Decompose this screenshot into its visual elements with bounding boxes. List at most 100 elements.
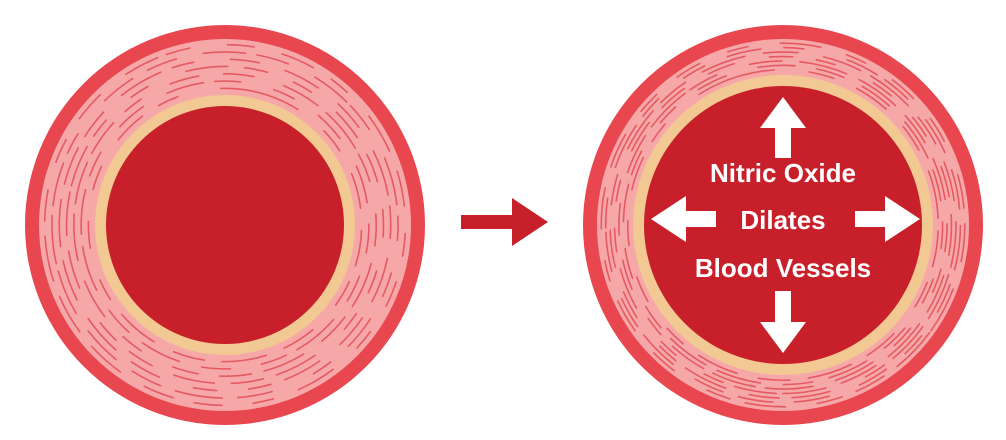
muscle-fiber xyxy=(66,132,79,154)
muscle-fiber xyxy=(226,43,256,48)
muscle-fiber xyxy=(896,331,931,368)
muscle-fiber xyxy=(65,191,71,236)
muscle-fiber xyxy=(350,172,362,209)
muscle-fiber xyxy=(697,75,727,91)
vessel-muscle-fibers xyxy=(43,43,406,407)
muscle-fiber xyxy=(230,378,265,385)
muscle-fiber xyxy=(81,245,98,291)
muscle-fiber xyxy=(220,87,269,97)
muscle-fiber xyxy=(799,61,848,75)
muscle-fiber xyxy=(936,283,951,313)
muscle-fiber xyxy=(707,62,736,75)
muscle-fiber xyxy=(864,364,886,378)
muscle-fiber xyxy=(80,188,87,235)
muscle-fiber xyxy=(87,317,117,351)
muscle-fiber xyxy=(793,395,830,403)
muscle-fiber xyxy=(689,74,718,91)
muscle-fiber xyxy=(173,374,216,384)
muscle-fiber xyxy=(626,219,630,247)
muscle-fiber xyxy=(74,161,89,205)
muscle-fiber xyxy=(948,213,953,256)
muscle-fiber xyxy=(70,145,88,187)
muscle-fiber xyxy=(703,373,724,384)
muscle-fiber xyxy=(666,327,684,345)
muscle-fiber xyxy=(357,153,371,183)
muscle-fiber xyxy=(385,281,397,307)
muscle-fiber xyxy=(83,280,106,318)
muscle-fiber xyxy=(73,213,79,262)
muscle-fiber xyxy=(932,157,946,201)
muscle-fiber xyxy=(807,363,853,379)
muscle-fiber xyxy=(929,117,946,142)
muscle-fiber xyxy=(682,65,706,79)
muscle-fiber xyxy=(256,54,289,65)
muscle-fiber xyxy=(297,368,334,391)
muscle-fiber xyxy=(43,189,49,222)
muscle-fiber xyxy=(165,47,191,56)
muscle-fiber xyxy=(650,92,686,128)
muscle-fiber xyxy=(748,60,783,66)
muscle-fiber xyxy=(103,77,134,102)
muscle-fiber xyxy=(222,72,255,78)
muscle-fiber xyxy=(388,205,392,240)
muscle-fiber xyxy=(87,330,117,361)
muscle-fiber xyxy=(926,274,945,313)
muscle-fiber xyxy=(335,111,358,139)
muscle-fiber xyxy=(610,133,627,168)
muscle-fiber xyxy=(371,257,389,303)
muscle-fiber xyxy=(62,260,78,301)
muscle-fiber xyxy=(368,115,391,152)
muscle-fiber xyxy=(88,151,102,177)
muscle-fiber xyxy=(283,328,314,350)
muscle-fiber xyxy=(949,220,957,269)
muscle-fiber xyxy=(609,229,617,268)
muscle-fiber xyxy=(381,208,385,238)
muscle-fiber xyxy=(808,71,835,80)
muscle-fiber xyxy=(953,224,962,271)
vessel-lumen xyxy=(644,86,922,364)
muscle-fiber xyxy=(866,332,895,357)
muscle-fiber xyxy=(622,183,630,223)
muscle-fiber xyxy=(872,82,892,97)
muscle-fiber xyxy=(610,173,619,206)
muscle-fiber xyxy=(193,401,223,407)
muscle-fiber xyxy=(383,157,398,206)
muscle-fiber xyxy=(273,88,295,100)
muscle-fiber xyxy=(643,334,674,366)
muscle-fiber xyxy=(229,58,261,64)
muscle-fiber xyxy=(930,288,954,332)
muscle-fiber xyxy=(58,198,62,248)
muscle-fiber xyxy=(337,103,360,128)
muscle-fiber xyxy=(856,87,887,110)
muscle-fiber xyxy=(130,85,149,99)
muscle-fiber xyxy=(99,279,112,301)
muscle-fiber xyxy=(620,298,639,328)
arrow-left-icon xyxy=(651,196,716,242)
muscle-fiber xyxy=(711,372,756,388)
muscle-fiber xyxy=(660,81,687,104)
muscle-fiber xyxy=(684,367,727,389)
muscle-fiber xyxy=(343,312,358,330)
muscle-fiber xyxy=(904,114,926,144)
muscle-fiber xyxy=(883,327,906,350)
muscle-fiber xyxy=(904,334,923,355)
muscle-fiber xyxy=(782,381,814,386)
muscle-fiber xyxy=(87,220,92,249)
muscle-fiber xyxy=(883,78,909,100)
vessel-lumen xyxy=(106,106,344,344)
muscle-fiber xyxy=(698,74,744,96)
muscle-fiber xyxy=(372,150,389,196)
muscle-fiber xyxy=(658,345,677,362)
muscle-fiber xyxy=(63,147,79,185)
muscle-fiber xyxy=(622,259,633,290)
muscle-fiber xyxy=(325,111,357,150)
arrow-up-icon xyxy=(760,97,806,158)
muscle-fiber xyxy=(887,323,921,358)
muscle-fiber xyxy=(652,352,675,372)
muscle-fiber xyxy=(283,360,321,381)
muscle-fiber xyxy=(351,262,372,308)
muscle-fiber xyxy=(733,385,778,395)
muscle-fiber xyxy=(365,223,370,254)
muscle-fiber xyxy=(243,66,269,74)
muscle-fiber xyxy=(636,276,649,303)
